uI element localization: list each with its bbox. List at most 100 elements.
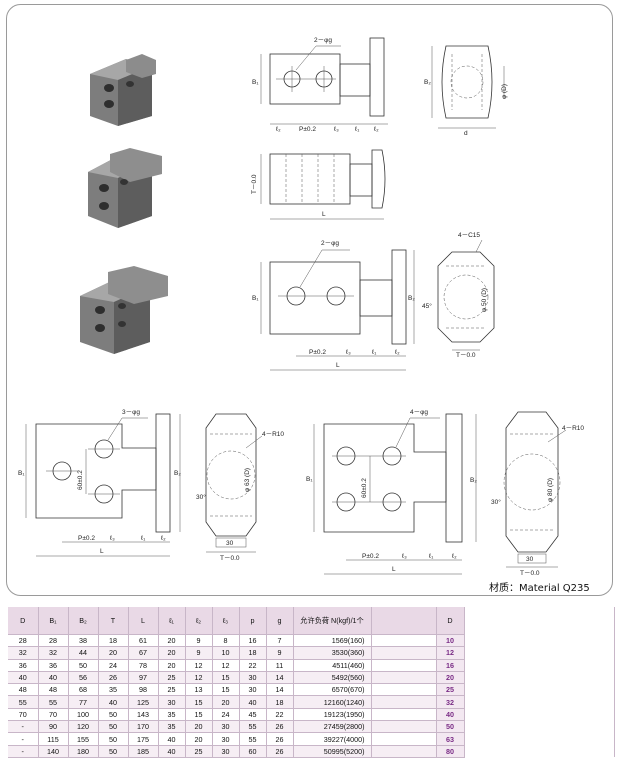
table-cell: 40	[98, 695, 129, 709]
label-br-p: P±0.2	[362, 553, 379, 560]
table-header-cell: ℓ₂	[185, 607, 213, 635]
table-cell: 32	[38, 646, 69, 660]
table-cell: 140	[38, 745, 69, 758]
table-cell: 55	[239, 720, 267, 734]
table-cell: 170	[128, 720, 159, 734]
table-cell: 24	[212, 708, 240, 722]
table-cell: 10	[436, 634, 465, 648]
technical-drawing-panel: 2－φg B₁ ℓ₂ P±0.2 ℓ₃ ℓ₁ ℓ₂ B₂ φ (D) d T－0…	[6, 4, 613, 596]
table-cell: 18	[239, 646, 267, 660]
drawing-mid-front: 2－φg B₁ B₂ P±0.2 ℓ₃ ℓ₁ ℓ₂ L	[252, 240, 415, 371]
table-cell: 48	[38, 683, 69, 697]
table-gap-cell	[464, 745, 615, 758]
table-cell: 50	[98, 720, 129, 734]
table-cell: 26	[266, 732, 294, 746]
table-cell: 48	[8, 683, 39, 697]
table-cell: 7	[266, 634, 294, 648]
table-cell: 61	[128, 634, 159, 648]
label-mid-b2: B₂	[408, 295, 415, 302]
table-cell: 3530(360)	[293, 646, 372, 660]
table-cell: 35	[158, 720, 186, 734]
table-cell: 30	[212, 720, 240, 734]
label-bl-l: L	[100, 548, 104, 555]
table-cell: 12	[185, 671, 213, 685]
label-l: L	[322, 211, 326, 218]
table-cell: 20	[158, 646, 186, 660]
label-mid-l3: ℓ₃	[346, 349, 351, 356]
table-cell: 15	[212, 671, 240, 685]
table-header-cell: g	[266, 607, 294, 635]
table-cell: 40	[158, 732, 186, 746]
label-bl-b1: B₁	[18, 470, 25, 477]
table-cell: 68	[68, 683, 99, 697]
table-cell: 26	[266, 720, 294, 734]
label-bl-l2: ℓ₂	[161, 535, 166, 542]
label-br-l2: ℓ₂	[452, 553, 457, 560]
table-cell: 55	[239, 732, 267, 746]
label-mid-holes: 2－φg	[321, 240, 339, 247]
label-br-l: L	[392, 566, 396, 573]
label-br-30: 30	[526, 556, 534, 563]
table-cell: 36	[8, 659, 39, 672]
table-gap-cell	[464, 695, 615, 709]
table-cell: 20	[185, 732, 213, 746]
table-cell: 40	[158, 745, 186, 758]
table-gap-cell	[464, 683, 615, 696]
table-cell: 25	[158, 671, 186, 685]
label-d: d	[464, 130, 468, 137]
drawing-bot-right-end: 4－R10 φ 80 (D) 30° 30 T－0.0	[491, 411, 584, 577]
label-chamfer: 4－C15	[458, 232, 480, 239]
table-cell: 19123(1950)	[293, 708, 372, 722]
table-cell: 18	[98, 634, 129, 648]
label-bl-phi: φ 63 (D)	[244, 468, 251, 492]
table-cell: 15	[212, 683, 240, 697]
table-cell: 20	[212, 695, 240, 709]
table-cell: 50	[98, 732, 129, 746]
label-mid-angle: 45°	[422, 302, 432, 310]
label-bl-angle: 30°	[196, 493, 206, 501]
table-cell: 30	[239, 671, 267, 685]
label-l1: ℓ₁	[355, 126, 360, 133]
table-cell: 44	[68, 646, 99, 660]
table-cell: 30	[239, 683, 267, 697]
label-br-b2: B₂	[470, 477, 477, 484]
label-br-angle: 30°	[491, 498, 501, 506]
label-bl-l3: ℓ₃	[110, 535, 115, 542]
table-cell: 50	[98, 708, 129, 722]
table-cell: 9	[185, 646, 213, 660]
table-cell: 24	[98, 659, 129, 672]
table-cell: 39227(4000)	[293, 732, 372, 746]
table-gap-cell	[464, 671, 615, 684]
product-photo-medium	[88, 148, 162, 228]
table-cell	[371, 634, 437, 648]
drawing-bot-right-front: 4－φg B₁ B₂ 60±0.2 P±0.2 ℓ₃ ℓ₁ ℓ₂ L	[306, 409, 477, 575]
table-cell: 9	[185, 634, 213, 648]
table-cell: 18	[266, 695, 294, 709]
label-p: P±0.2	[299, 126, 316, 133]
table-cell: 5492(560)	[293, 671, 372, 685]
label-bl-radius: 4－R10	[262, 431, 284, 438]
label-mid-p: P±0.2	[309, 349, 326, 356]
table-cell: 12160(1240)	[293, 695, 372, 709]
table-cell: 80	[436, 745, 465, 758]
table-cell: 36	[38, 659, 69, 672]
table-header-cell: ℓ₁	[158, 607, 186, 635]
table-cell: 13	[185, 683, 213, 697]
drawing-top-end: B₂ φ (D) d	[424, 45, 508, 137]
table-cell	[371, 671, 437, 685]
label-b1: B₁	[252, 79, 259, 86]
table-cell: 8	[212, 634, 240, 648]
table-cell: -	[8, 720, 39, 734]
table-cell: 22	[239, 659, 267, 672]
table-cell: 16	[436, 659, 465, 672]
table-cell: 16	[239, 634, 267, 648]
table-cell: 4511(460)	[293, 659, 372, 672]
table-cell: 30	[158, 695, 186, 709]
label-bl-p: P±0.2	[78, 535, 95, 542]
table-cell: 20	[185, 720, 213, 734]
